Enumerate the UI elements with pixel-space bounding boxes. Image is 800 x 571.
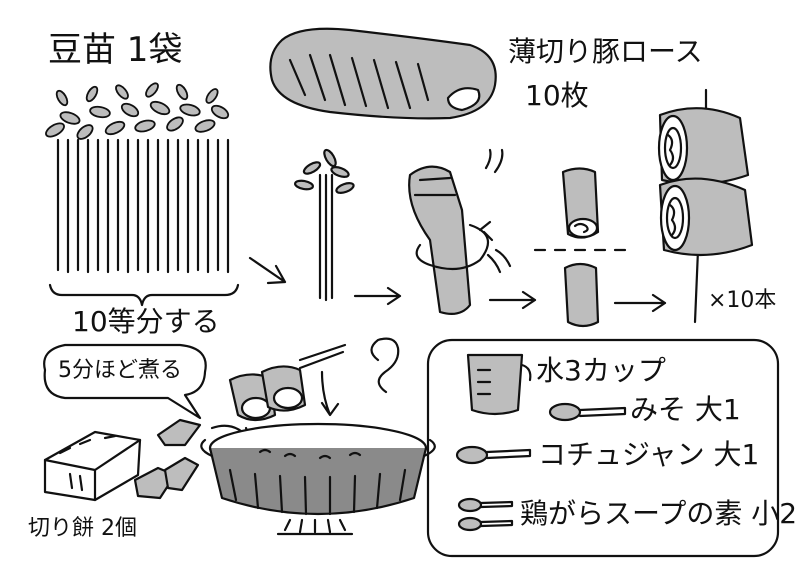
pork-label-line2: 10枚 [525, 79, 589, 112]
sprouts-label: 豆苗 1袋 [48, 30, 183, 70]
cut-roll-illustration [533, 167, 627, 328]
boil-note: 5分ほど煮る [58, 358, 182, 383]
teaspoon-icon-2 [457, 516, 514, 532]
skewer-count: ×10本 [708, 288, 777, 313]
soup-item-chicken-stock: 鶏がらスープの素 小2 [520, 497, 798, 530]
soup-item-water: 水3カップ [536, 354, 666, 387]
soup-item-miso: みそ 大1 [630, 393, 741, 426]
speech-bubble [43, 343, 207, 420]
soup-item-gochujang: コチュジャン 大1 [538, 438, 760, 471]
mochi-label: 切り餅 2個 [28, 516, 137, 541]
pot-illustration [200, 422, 436, 536]
tablespoon-icon-2 [455, 445, 532, 465]
tablespoon-icon-1 [548, 402, 627, 422]
seasoning-box [426, 338, 780, 558]
pork-label-line1: 薄切り豚ロース [508, 35, 703, 68]
step-arrows [210, 256, 667, 442]
pea-sprouts-illustration [45, 82, 240, 307]
measuring-cup-icon [466, 353, 532, 416]
cut-sprout-illustration [294, 148, 355, 302]
wrapping-illustration [408, 148, 512, 315]
skewer-illustration [657, 88, 754, 324]
mochi-illustration [43, 418, 202, 502]
steam-illustration [370, 337, 400, 394]
rolls-in-tongs-illustration [228, 343, 347, 422]
pork-slice-illustration [269, 27, 497, 120]
teaspoon-icon-1 [457, 497, 514, 513]
cut-note: 10等分する [72, 305, 220, 338]
